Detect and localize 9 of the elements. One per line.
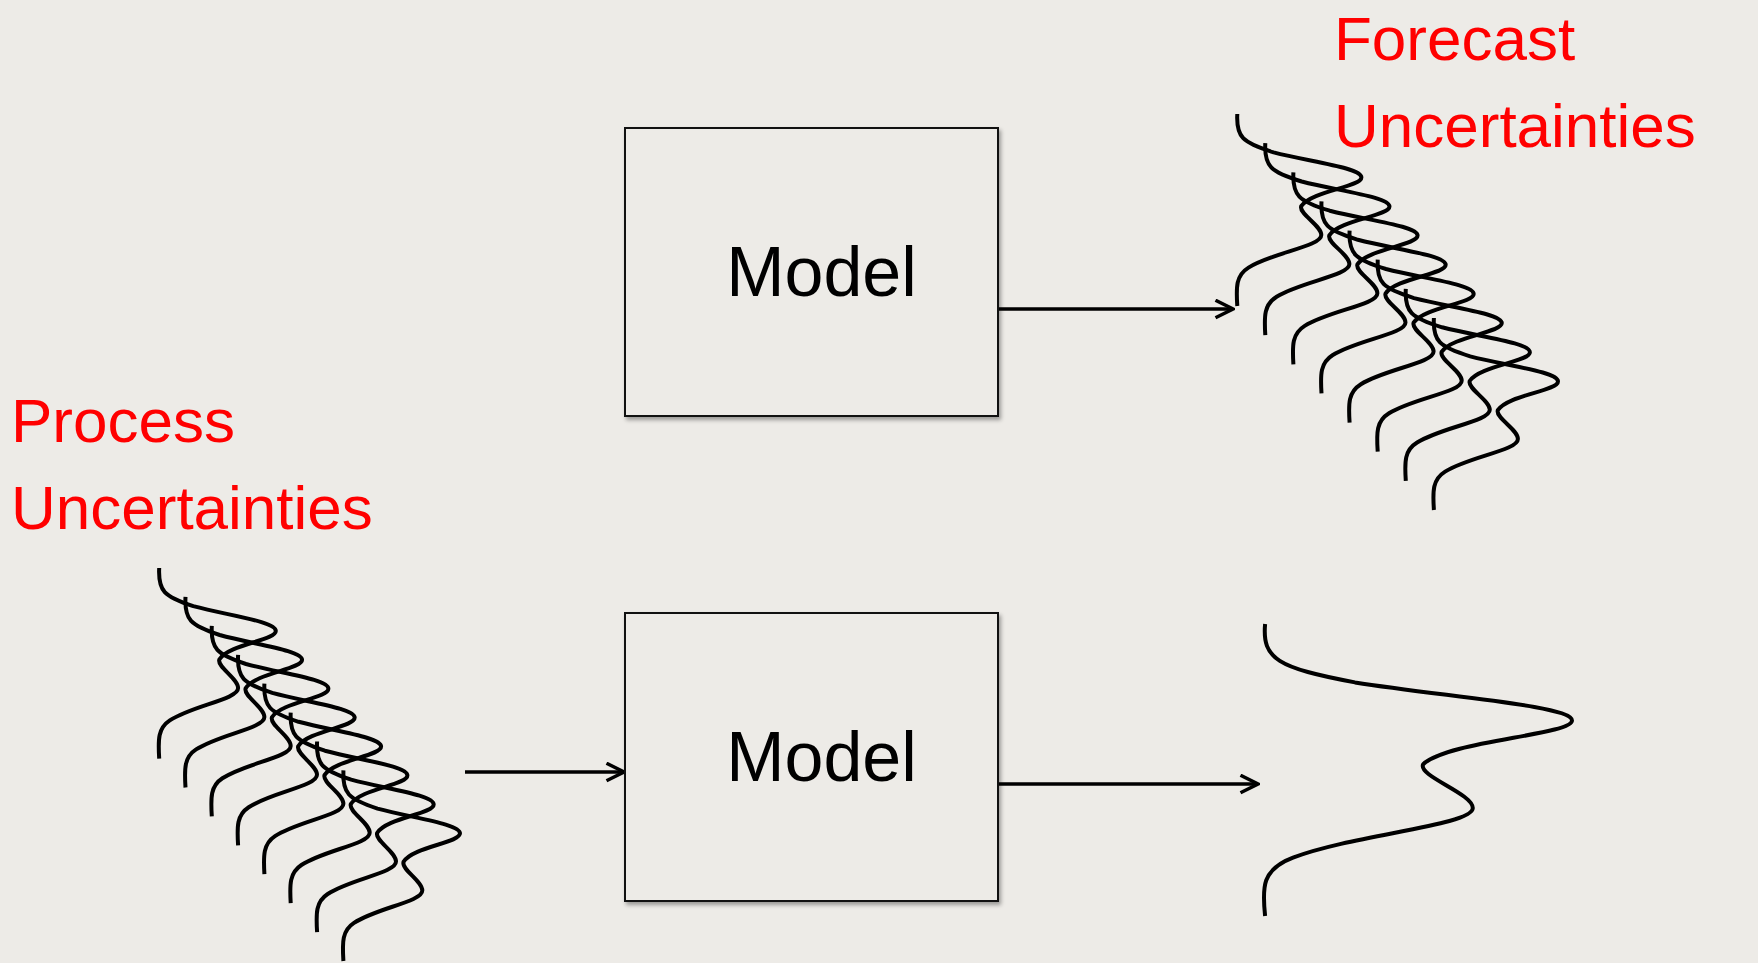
box-label: Model xyxy=(725,232,917,312)
model-box xyxy=(624,127,999,417)
model-box xyxy=(624,612,999,902)
uncertainty-label: Forecast Uncertainties xyxy=(1334,3,1697,162)
arrow xyxy=(999,298,1235,320)
arrow xyxy=(999,773,1260,795)
arrow xyxy=(465,761,626,783)
box-label: Model xyxy=(725,717,917,797)
uncertainty-label: Process Uncertainties xyxy=(11,385,374,544)
